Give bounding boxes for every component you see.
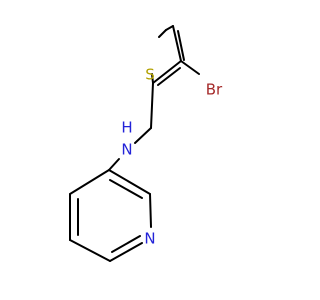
- bond-n-pyridine: [108, 158, 120, 171]
- bond-ch2-n: [134, 127, 152, 144]
- bond-c3-c2: [152, 60, 182, 84]
- bond-c2-s: [151, 73, 154, 84]
- bond-pyr-c2-n: [149, 193, 152, 228]
- bond-c2-c3-double: [157, 67, 181, 86]
- bond-pyr-c3-c2: [108, 169, 151, 195]
- bond-c4-c3-bottom: [172, 25, 182, 62]
- bond-c5-c4: [165, 25, 174, 31]
- bond-pyr-n-c6: [109, 242, 143, 262]
- bond-group: [69, 25, 200, 262]
- bond-pyr-c6-c5: [69, 239, 111, 262]
- amine-nitrogen-label: N: [121, 141, 132, 159]
- bond-c2-ch2: [150, 82, 154, 129]
- sulfur-atom-label: S: [145, 66, 155, 84]
- bond-s-c5: [158, 29, 167, 38]
- molecule-structure: S Br H N N: [69, 25, 223, 262]
- bond-pyr-c4-c3: [69, 169, 110, 195]
- bromine-atom-label: Br: [206, 81, 223, 99]
- bond-pyr-double-inner-3: [111, 235, 141, 253]
- bond-c4-c3-double: [177, 30, 185, 61]
- bond-pyr-double-inner-1: [109, 179, 143, 199]
- bond-c3-br: [180, 60, 200, 75]
- pyridine-nitrogen-label: N: [144, 230, 155, 248]
- amine-hydrogen-label: H: [121, 119, 132, 137]
- molecule-canvas: S Br H N N: [69, 25, 224, 262]
